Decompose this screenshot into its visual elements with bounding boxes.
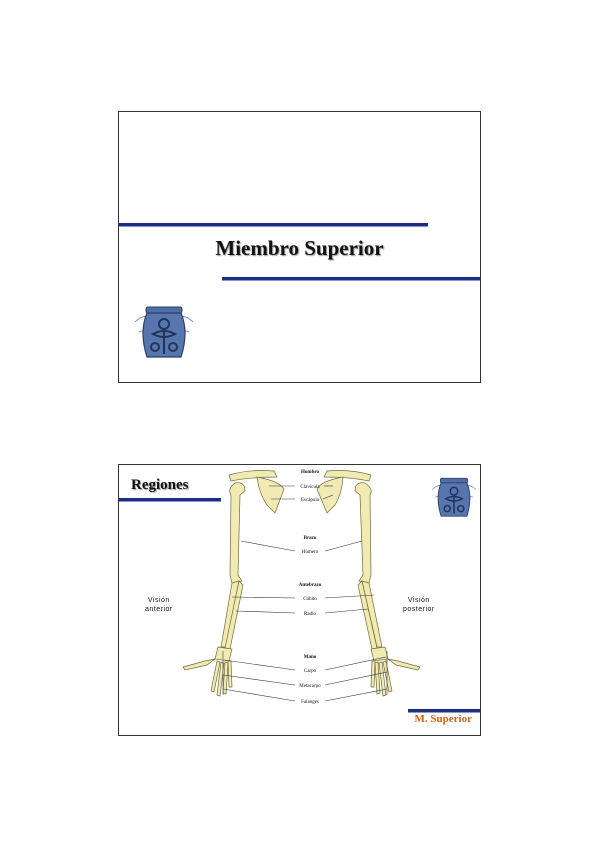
right-scapula bbox=[316, 476, 344, 514]
accent-bar-top bbox=[119, 223, 428, 226]
footer-bar bbox=[408, 709, 480, 712]
label-antebrazo: Antebrazo bbox=[299, 583, 322, 588]
view-anterior-line2: anterior bbox=[145, 606, 173, 613]
left-humerus bbox=[229, 482, 246, 584]
label-metacarpo: Metacarpo bbox=[299, 684, 321, 689]
label-radio: Radio bbox=[304, 612, 316, 617]
upper-limb-skeleton-diagram: Hombro Clavícula Escápula Brazo Húmero A… bbox=[182, 470, 421, 705]
right-thumb bbox=[387, 658, 421, 671]
slide-heading: Regiones bbox=[131, 477, 189, 493]
university-seal-icon bbox=[134, 306, 194, 358]
slide-title: Miembro Superior bbox=[215, 236, 384, 260]
university-seal-icon bbox=[431, 477, 477, 517]
left-clavicle bbox=[228, 470, 278, 482]
label-clavicula: Clavícula bbox=[300, 485, 320, 490]
label-hombro: Hombro bbox=[301, 470, 319, 475]
regions-slide: Regiones bbox=[118, 464, 481, 736]
label-brazo: Brazo bbox=[304, 536, 317, 541]
right-carpals bbox=[370, 646, 389, 662]
title-slide: Miembro Superior bbox=[118, 111, 481, 383]
right-humerus bbox=[354, 482, 372, 584]
accent-bar-bottom bbox=[222, 277, 480, 280]
view-posterior-label: Visión posterior bbox=[403, 596, 435, 614]
view-posterior-line2: posterior bbox=[403, 606, 435, 613]
label-falanges: Falanges bbox=[301, 700, 319, 705]
footer-title: M. Superior bbox=[414, 713, 472, 725]
label-mano: Mano bbox=[304, 655, 317, 660]
label-humero: Húmero bbox=[302, 550, 319, 555]
label-cubito: Cúbito bbox=[303, 597, 317, 602]
view-posterior-line1: Visión bbox=[407, 597, 430, 604]
label-carpo: Carpo bbox=[304, 669, 317, 674]
left-scapula bbox=[256, 476, 285, 514]
heading-underline bbox=[119, 498, 221, 501]
view-anterior-label: Visión anterior bbox=[145, 596, 173, 614]
view-anterior-line1: Visión bbox=[147, 597, 170, 604]
label-escapula: Escápula bbox=[301, 498, 320, 503]
right-clavicle bbox=[323, 470, 372, 482]
left-thumb bbox=[182, 658, 216, 671]
left-carpals bbox=[214, 646, 233, 662]
